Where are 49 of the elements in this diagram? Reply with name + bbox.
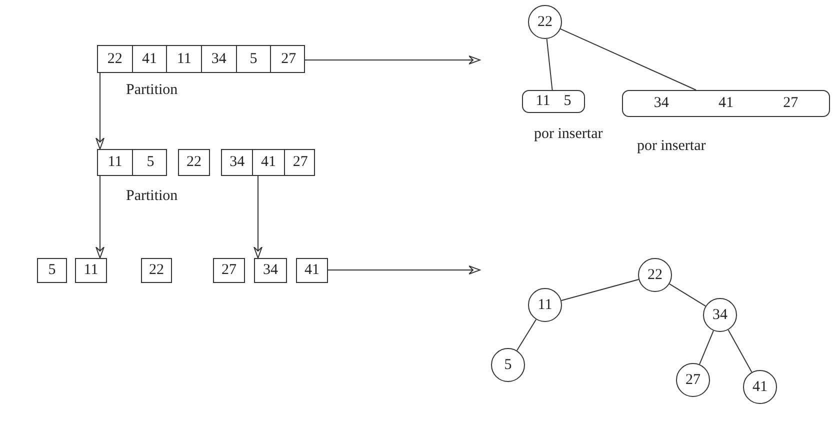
value-box: 5: [37, 258, 67, 283]
array-cell: 27: [284, 150, 316, 175]
tree-node-circle: 34: [703, 298, 737, 332]
array-box: [97, 45, 305, 73]
node-value: 5: [564, 93, 572, 110]
value-box: 22: [178, 149, 210, 176]
array-cell: 5: [133, 150, 168, 175]
arrow: [328, 266, 480, 274]
value-box: 22: [141, 258, 172, 283]
array-cell: 11: [98, 150, 133, 175]
tree-node-circle: 27: [676, 363, 710, 397]
arrow: [96, 176, 104, 258]
arrow: [96, 72, 104, 150]
node-value: 41: [718, 95, 734, 112]
tree-edge: [516, 318, 537, 352]
tree-edge: [699, 330, 714, 365]
array-cell: 5: [236, 46, 272, 72]
value-box: 41: [296, 258, 328, 283]
arrow: [254, 176, 262, 258]
subtree-box: [622, 90, 830, 117]
arrow: [304, 56, 480, 64]
node-value: 27: [783, 95, 798, 112]
node-value: 34: [654, 95, 669, 112]
tree-edge: [546, 38, 553, 90]
value-box: 11: [75, 258, 107, 283]
array-box: [97, 149, 167, 176]
tree-node-circle: 22: [638, 258, 672, 292]
tree-node-circle: 22: [528, 5, 562, 39]
subtree-box: [522, 90, 585, 113]
array-box: [221, 149, 315, 176]
node-caption: por insertar: [635, 138, 708, 155]
tree-edge: [560, 278, 640, 302]
array-cell: 41: [253, 150, 285, 175]
node-caption: por insertar: [532, 126, 605, 143]
array-cell: 22: [98, 46, 133, 72]
array-cell: 27: [271, 46, 306, 72]
node-value: 11: [536, 93, 550, 110]
tree-node-circle: 11: [528, 288, 562, 322]
array-cell: 41: [132, 46, 168, 72]
tree-edge: [560, 28, 697, 90]
tree-edge: [668, 283, 706, 307]
array-cell: 11: [167, 46, 202, 72]
value-box: 34: [254, 258, 287, 283]
tree-node-circle: 5: [491, 348, 525, 382]
tree-edge: [728, 329, 752, 373]
value-box: 27: [213, 258, 245, 283]
array-cell: 34: [202, 46, 237, 72]
array-cell: 34: [222, 150, 254, 175]
tree-node-circle: 41: [743, 370, 777, 404]
